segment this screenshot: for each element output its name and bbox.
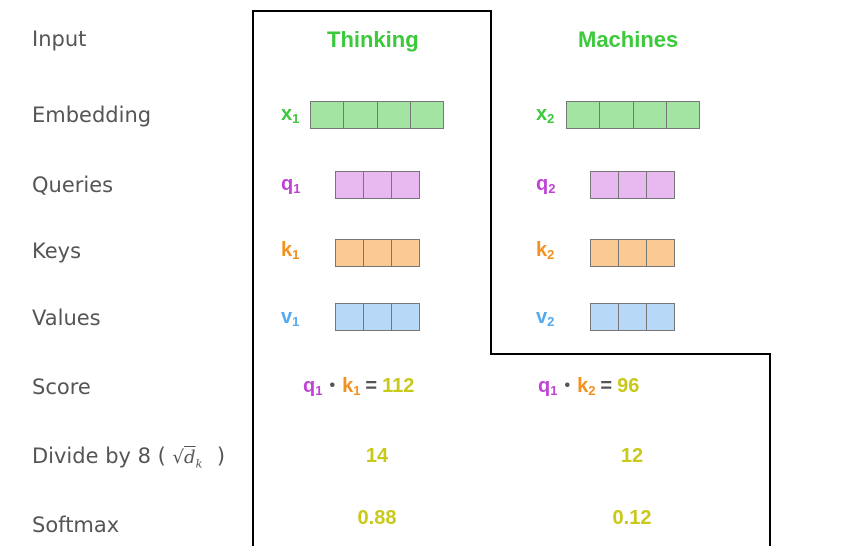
key-vector-k1 (335, 239, 420, 267)
vector-cell (336, 304, 364, 330)
vector-cell (336, 172, 364, 198)
sqrt-symbol: √ (172, 447, 185, 468)
row-label-score: Score (32, 375, 91, 399)
q2-label: q2 (536, 173, 556, 196)
divide-close: ) (216, 444, 226, 468)
vector-cell (392, 172, 419, 198)
vector-cell (410, 102, 443, 128)
vector-cell (666, 102, 699, 128)
score-q-letter: q (538, 375, 551, 397)
vector-cell (567, 102, 601, 128)
embedding-vector-x2 (566, 101, 700, 129)
dot-icon: • (564, 377, 571, 394)
vector-cell (311, 102, 345, 128)
row-label-keys: Keys (32, 239, 82, 263)
softmax-value-1: 0.88 (357, 507, 397, 529)
row-label-divide: Divide by 8 ( √dk ) (32, 444, 225, 471)
vector-cell (591, 304, 619, 330)
value-vector-v1 (335, 303, 420, 331)
vector-cell (364, 240, 392, 266)
key-vector-k2 (590, 239, 675, 267)
vector-cell (364, 304, 392, 330)
x1-label: x1 (281, 103, 300, 126)
vector-cell (647, 304, 674, 330)
softmax-value-2: 0.12 (612, 507, 652, 529)
word-machines: Machines (578, 27, 679, 52)
v1-label: v1 (281, 306, 300, 329)
embedding-vector-x1 (310, 101, 444, 129)
vector-cell (619, 172, 647, 198)
q1-label: q1 (281, 173, 301, 196)
score-value: 96 (617, 375, 640, 397)
divided-value-2: 12 (620, 445, 644, 467)
sqrt-dk-formula: √dk (172, 447, 203, 471)
query-vector-q1 (335, 171, 420, 199)
vector-cell (647, 240, 674, 266)
row-label-softmax: Softmax (32, 513, 120, 537)
sqrt-base: d (184, 447, 196, 468)
divided-value-1: 14 (365, 445, 389, 467)
sqrt-sub: k (195, 457, 203, 471)
vector-cell (591, 240, 619, 266)
divide-text: Divide by 8 ( (32, 444, 166, 468)
vector-cell (591, 172, 619, 198)
vector-cell (619, 304, 647, 330)
vector-cell (392, 240, 419, 266)
score-q-letter: q (303, 375, 316, 397)
score-q1-k2: q1•k2=96 (538, 375, 640, 398)
vector-cell (344, 102, 378, 128)
row-label-queries: Queries (32, 173, 114, 197)
vector-cell (647, 172, 674, 198)
row-label-embedding: Embedding (32, 103, 152, 127)
v2-label: v2 (536, 306, 555, 329)
query-vector-q2 (590, 171, 675, 199)
vector-cell (392, 304, 419, 330)
value-vector-v2 (590, 303, 675, 331)
row-label-input: Input (32, 27, 87, 51)
vector-cell (600, 102, 634, 128)
vector-cell (377, 102, 411, 128)
x2-label: x2 (536, 103, 555, 126)
k2-label: k2 (536, 239, 555, 262)
row-label-values: Values (32, 306, 101, 330)
dot-icon: • (329, 377, 336, 394)
score-q1-k1: q1•k1=112 (303, 375, 415, 398)
word-thinking: Thinking (327, 27, 419, 52)
k1-label: k1 (281, 239, 300, 262)
vector-cell (364, 172, 392, 198)
vector-cell (633, 102, 667, 128)
score-value: 112 (382, 375, 415, 397)
vector-cell (336, 240, 364, 266)
vector-cell (619, 240, 647, 266)
